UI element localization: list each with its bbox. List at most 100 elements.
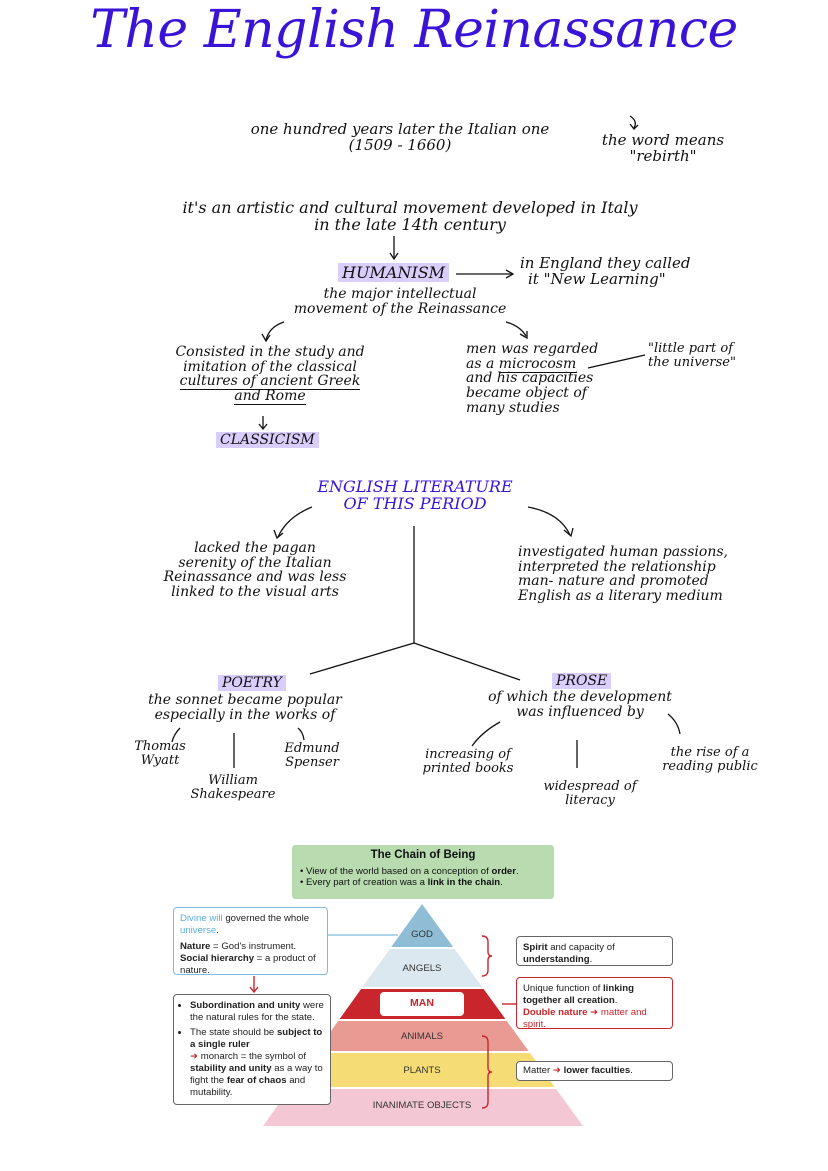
literature-title-line: ENGLISH LITERATURE xyxy=(317,477,513,496)
right-branch-line: and his capacities xyxy=(466,370,594,387)
arrow-icon: ➜ xyxy=(190,1050,199,1062)
intro-text: it's an artistic and cultural movement d… xyxy=(160,198,660,234)
factor-printed-books: increasing of printed books xyxy=(408,748,528,775)
factor-line: the rise of a xyxy=(670,745,750,760)
lit-right-line: man- nature and promoted xyxy=(518,573,709,590)
matter-text: Matter xyxy=(523,1065,553,1076)
factor-line: widespread of xyxy=(543,779,637,794)
state-bold: stability and unity xyxy=(190,1062,272,1074)
tier-god: GOD xyxy=(411,929,433,940)
factor-line: literacy xyxy=(565,792,615,808)
double-nature-text: matter and spirit. xyxy=(523,1006,647,1030)
lit-left-line: serenity of the Italian xyxy=(178,554,332,571)
humanism-highlight: HUMANISM xyxy=(338,263,450,282)
chain-bullet-text: View of the world based on a conception … xyxy=(306,866,492,877)
word-note-line: "rebirth" xyxy=(629,146,697,165)
author-wyatt: Thomas Wyatt xyxy=(120,740,200,767)
state-text: The state should be xyxy=(190,1026,277,1038)
left-branch-line: Consisted in the study and xyxy=(175,344,365,360)
tier-plants: PLANTS xyxy=(403,1065,441,1076)
man-function-box: Unique function of linking together all … xyxy=(516,977,673,1030)
lit-left-line: Reinassance and was less xyxy=(163,569,347,586)
humanism-label: HUMANISM xyxy=(338,263,450,282)
humanism-desc-line: movement of the Reinassance xyxy=(293,300,507,317)
social-text: = a product of nature. xyxy=(180,952,316,976)
left-branch-line: imitation of the classical xyxy=(183,358,357,375)
man-box xyxy=(380,992,464,1016)
poetry-line: the sonnet became popular xyxy=(148,692,342,708)
page-title: The English Reinassance xyxy=(90,0,738,60)
right-branch-line: many studies xyxy=(466,399,560,416)
tier-angels: ANGELS xyxy=(402,963,442,974)
right-branch-line: men was regarded xyxy=(466,341,599,357)
prose-line: was influenced by xyxy=(516,703,644,720)
lit-left-line: linked to the visual arts xyxy=(171,584,339,601)
microcosm-word: microcosm xyxy=(498,355,577,373)
subtitle-line: one hundred years later the Italian one xyxy=(250,120,550,138)
tier-inanimate: INANIMATE OBJECTS xyxy=(372,1100,472,1111)
matter-box: Matter ➜ lower faculties. xyxy=(516,1061,673,1081)
author-shakespeare: William Shakespeare xyxy=(178,774,288,801)
divine-will-box: Divine will governed the whole universe.… xyxy=(173,907,328,976)
word-meaning-note: the word means "rebirth" xyxy=(598,131,728,165)
right-branch-prefix: as a xyxy=(466,355,495,372)
poetry-line: especially in the works of xyxy=(154,706,336,723)
factor-line: reading public xyxy=(662,758,758,774)
author-line: Thomas xyxy=(134,739,186,754)
social-term: Social hierarchy xyxy=(180,952,255,964)
humanism-desc: the major intellectual movement of the R… xyxy=(270,287,530,316)
subordination-term: Subordination and unity xyxy=(190,1000,301,1011)
tier-animals: ANIMALS xyxy=(400,1031,444,1042)
classical-study-text: Consisted in the study and imitation of … xyxy=(160,344,380,406)
poetry-highlight: POETRY xyxy=(218,675,286,691)
author-line: Wyatt xyxy=(140,752,180,768)
factor-reading-public: the rise of a reading public xyxy=(652,746,768,773)
lit-right-line: English as a literary medium xyxy=(518,588,723,605)
state-text: monarch = the symbol of xyxy=(198,1050,307,1062)
poetry-label: POETRY xyxy=(218,675,286,691)
nature-term: Nature xyxy=(180,940,211,952)
state-box: Subordination and unity were the natural… xyxy=(173,994,331,1105)
chain-bullet: • Every part of creation was a link in t… xyxy=(300,877,503,888)
chain-bullet-bold: order xyxy=(491,866,516,877)
factor-line: increasing of xyxy=(425,747,511,762)
arrow-icon: ➜ xyxy=(590,1006,599,1018)
chain-title: The Chain of Being xyxy=(370,849,476,861)
tier-man: MAN xyxy=(410,997,434,1009)
classicism-highlight: CLASSICISM xyxy=(216,432,319,448)
word-note-line: the word means xyxy=(601,131,725,149)
universe-note-line: "little part of xyxy=(648,341,734,356)
double-nature-term: Double nature xyxy=(523,1006,588,1018)
humanism-desc-line: the major intellectual xyxy=(323,286,477,302)
england-line: it "New Learning" xyxy=(528,269,666,288)
state-text: and mutability. xyxy=(190,1074,306,1098)
chain-bullet-bold: link in the chain xyxy=(427,877,501,888)
spirit-text: and capacity of xyxy=(547,942,615,953)
state-text: as a way to fight the xyxy=(190,1062,323,1086)
literature-title-line: OF THIS PERIOD xyxy=(343,493,487,513)
state-bullet: The state should be subject to a single … xyxy=(190,1027,324,1099)
factor-line: printed books xyxy=(422,760,514,776)
left-branch-line: cultures of ancient Greek xyxy=(179,373,361,391)
right-branch-line: became object of xyxy=(466,385,587,402)
state-bold: subject to a single ruler xyxy=(190,1026,323,1050)
divine-will-term: Divine will xyxy=(180,913,223,924)
arrow-icon: ➜ xyxy=(552,1065,561,1076)
lit-right-line: investigated human passions, xyxy=(518,544,728,560)
man-text: Unique function of xyxy=(523,983,604,994)
state-bold: fear of chaos xyxy=(226,1074,287,1086)
literature-left-text: lacked the pagan serenity of the Italian… xyxy=(140,541,370,600)
lit-right-line: interpreted the relationship xyxy=(518,558,716,575)
chain-of-being-figure: The Chain of Being • View of the world b… xyxy=(166,838,678,1126)
universe-term: universe xyxy=(180,924,217,936)
chain-bullet-text: Every part of creation was a xyxy=(306,877,428,888)
author-spenser: Edmund Spenser xyxy=(272,742,352,769)
factor-literacy: widespread of literacy xyxy=(528,780,652,807)
lower-faculties-term: lower faculties xyxy=(563,1065,631,1076)
prose-label: PROSE xyxy=(552,673,612,689)
intro-line: it's an artistic and cultural movement d… xyxy=(182,198,638,217)
poetry-desc: the sonnet became popular especially in … xyxy=(135,693,355,722)
divine-will-text: governed the whole xyxy=(222,913,310,924)
literature-heading: ENGLISH LITERATURE OF THIS PERIOD xyxy=(300,477,530,513)
